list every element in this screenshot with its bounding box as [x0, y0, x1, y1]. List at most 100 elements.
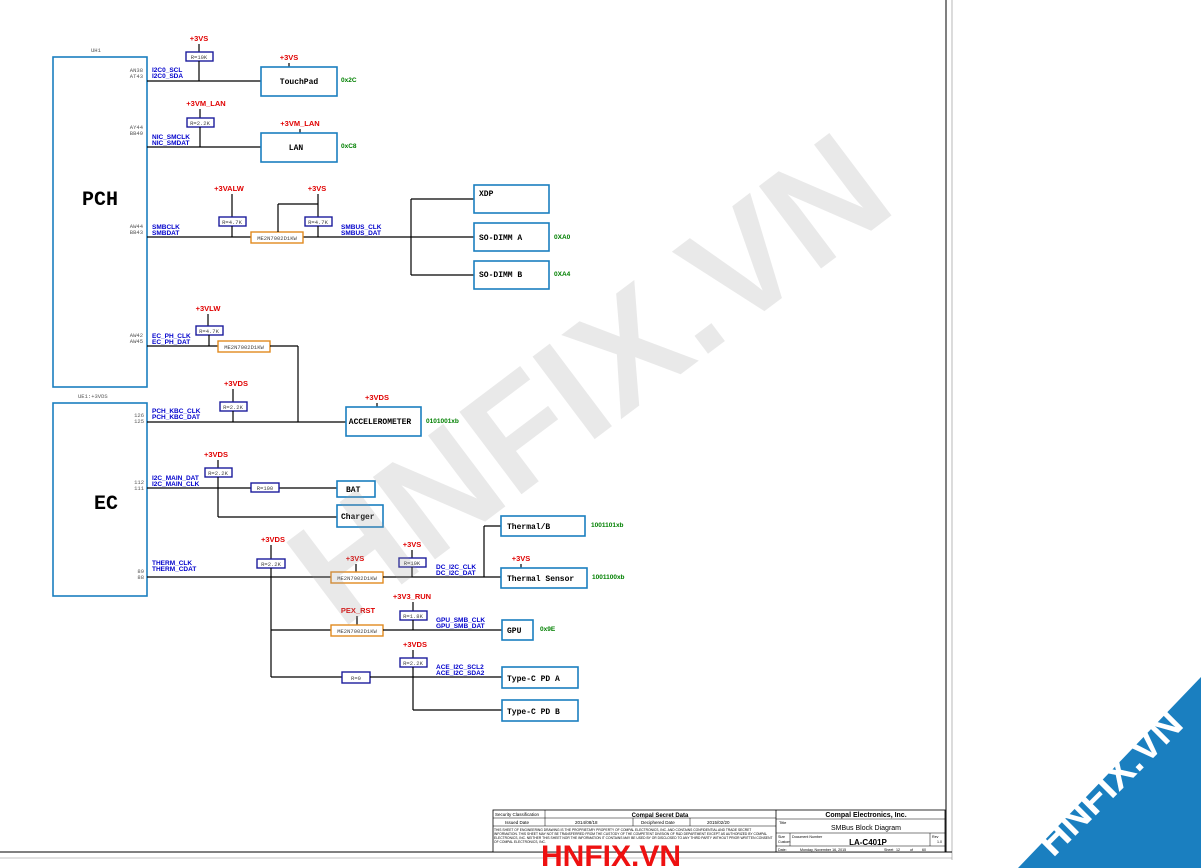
- sheet-value: 12: [896, 848, 900, 852]
- device-name: GPU: [507, 627, 522, 636]
- lan-device[interactable]: [260, 132, 338, 163]
- power-rail: +3VDS: [261, 535, 285, 544]
- of-label: of: [910, 848, 913, 852]
- issued-label: Issued Date: [505, 820, 530, 825]
- i2c-address: 0x2C: [341, 77, 357, 84]
- device-name: SO-DIMM B: [479, 271, 522, 280]
- signal-label: THERM_CLK: [152, 560, 192, 567]
- sheet-title: SMBus Block Diagram: [831, 825, 901, 832]
- ec-ref: UE1:+3VDS: [78, 393, 108, 400]
- bottom-watermark-text: HNFIX.VN: [541, 840, 681, 868]
- thermal-b-device[interactable]: [500, 515, 586, 537]
- pch-block[interactable]: UH1 PCH AN38 AT43 AY44 BB49 AW44 BB43 AW…: [52, 47, 148, 388]
- ec-pin: 126: [134, 412, 144, 419]
- power-rail: +3VDS: [224, 379, 248, 388]
- signal-label: GPU_SMB_DAT: [436, 623, 485, 630]
- thermal-sensor-device[interactable]: [500, 567, 588, 589]
- battery-device[interactable]: [336, 480, 376, 498]
- diagonal-watermark: HNFIX.VN: [259, 101, 919, 656]
- so-dimm-b-device[interactable]: [473, 260, 550, 290]
- signal-label: NIC_SMCLK: [152, 134, 190, 141]
- docnum-label: Document Number: [792, 835, 823, 839]
- mosfet-part: ME2N7002D1KW: [337, 575, 377, 582]
- device-name: XDP: [479, 190, 494, 199]
- so-dimm-a-device[interactable]: [473, 222, 550, 252]
- signal-label: DC_I2C_DAT: [436, 570, 476, 577]
- signal-label: ACE_I2C_SDA2: [436, 670, 485, 677]
- touchpad-device[interactable]: [260, 66, 338, 97]
- resistor-value: R=10K: [404, 560, 421, 567]
- i2c-address: 1001101xb: [591, 522, 624, 529]
- signal-label: NIC_SMDAT: [152, 140, 189, 147]
- i2c-address: 0x9E: [540, 626, 556, 633]
- pch-ref: UH1: [91, 47, 102, 54]
- sheet-label: Sheet: [884, 848, 893, 852]
- device-name: Type-C PD B: [507, 708, 560, 717]
- signal-label: PCH_KBC_DAT: [152, 414, 200, 421]
- signal-label: DC_I2C_CLK: [436, 564, 476, 571]
- signal-label: SMBCLK: [152, 224, 180, 231]
- mosfet-part: ME2N7002D1KW: [224, 344, 264, 351]
- i2c-address: 0101001xb: [426, 418, 459, 425]
- resistor-value: R=2.2K: [403, 660, 424, 667]
- pch-pin: AW44: [130, 223, 144, 230]
- smbus-net: SMBCLK SMBDAT +3VALW R=4.7K ME2N7002D1KW…: [147, 184, 571, 290]
- issued-value: 2014/08/18: [575, 820, 598, 825]
- pch-pin: AW45: [130, 338, 143, 345]
- therm-net: THERM_CLK THERM_CDAT +3VDS R=2.2K +3VS M…: [147, 515, 625, 678]
- device-name: Thermal Sensor: [507, 575, 574, 584]
- power-rail: +3VLW: [196, 304, 222, 313]
- typec-pd-b-device[interactable]: [501, 699, 579, 722]
- pch-pin: AT43: [130, 73, 143, 80]
- ec-pin: 112: [134, 479, 144, 486]
- pch-label: PCH: [82, 189, 118, 212]
- ec-label: EC: [94, 493, 118, 516]
- power-rail: +3VS: [346, 554, 365, 563]
- deciphered-value: 2015/02/20: [707, 820, 730, 825]
- device-name: SO-DIMM A: [479, 234, 522, 243]
- proprietary-notice: THIS SHEET OF ENGINEERING DRAWING IS THE…: [494, 828, 773, 844]
- deciphered-label: Deciphered Date: [641, 820, 675, 825]
- device-name: ACCELEROMETER: [349, 418, 412, 427]
- pch-pin: AW42: [130, 332, 143, 339]
- power-rail: +3VDS: [204, 450, 228, 459]
- rev-value: 1.0: [937, 840, 942, 844]
- resistor-value: R=100: [257, 485, 274, 492]
- document-number: LA-C401P: [849, 838, 887, 847]
- signal-label: THERM_CDAT: [152, 566, 196, 573]
- power-rail: +3VDS: [403, 640, 427, 649]
- signal-label: ACE_I2C_SCL2: [436, 664, 484, 671]
- ec-ph-net: EC_PH_CLK EC_PH_DAT +3VLW R=4.7K ME2N700…: [147, 304, 299, 422]
- device-name: Charger: [341, 513, 375, 522]
- main-net: I2C_MAIN_DAT I2C_MAIN_CLK +3VDS R=2.2K R…: [147, 450, 384, 528]
- resistor-value: R=2.2K: [261, 561, 282, 568]
- signal-label: SMBUS_CLK: [341, 224, 382, 231]
- ec-block[interactable]: UE1:+3VDS EC 126 125 112 111 89 88: [52, 393, 148, 597]
- series-resistor[interactable]: [250, 482, 280, 493]
- pch-pin: BB49: [130, 130, 143, 137]
- gpu-device[interactable]: [501, 619, 534, 641]
- company-name: Compal Electronics, Inc.: [825, 812, 906, 819]
- date-value: Monday, November 16, 2015: [800, 848, 846, 852]
- power-rail: +3VALW: [214, 184, 245, 193]
- pch-pin: AN38: [130, 67, 143, 74]
- signal-label: I2C_MAIN_DAT: [152, 475, 199, 482]
- resistor-value: R=2.2K: [223, 404, 244, 411]
- xdp-device[interactable]: [473, 184, 550, 214]
- typec-pd-a-device[interactable]: [501, 666, 579, 689]
- device-name: Type-C PD A: [507, 675, 560, 684]
- ec-pin: 88: [137, 574, 144, 581]
- accelerometer-device[interactable]: [345, 406, 422, 437]
- charger-device[interactable]: [336, 504, 384, 528]
- power-rail: +3VS: [308, 184, 327, 193]
- resistor-value: R=4.7K: [199, 328, 220, 335]
- resistor-value: R=10K: [191, 54, 208, 61]
- gpu-net: PEX_RST ME2N7002D1KW +3V3_RUN R=1.8K GPU…: [330, 592, 556, 641]
- device-name: Thermal/B: [507, 523, 550, 532]
- kbc-net: PCH_KBC_CLK PCH_KBC_DAT +3VDS R=2.2K +3V…: [147, 379, 459, 437]
- resistor-value: R=1.8K: [403, 613, 424, 620]
- of-value: 60: [922, 848, 926, 852]
- power-rail: +3VS: [190, 34, 209, 43]
- level-shift-mosfet[interactable]: [250, 231, 304, 244]
